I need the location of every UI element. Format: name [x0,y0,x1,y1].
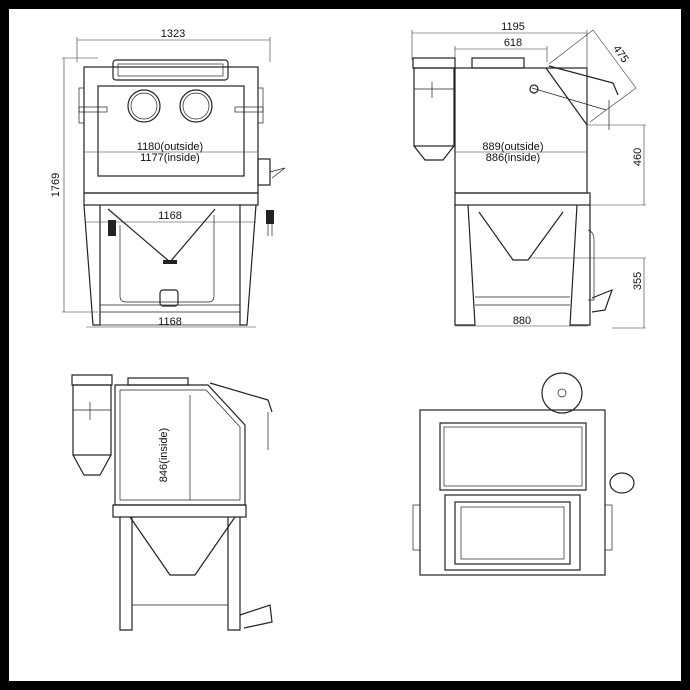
filter-drum [541,372,583,414]
top-view [412,372,635,576]
glove-port-right [179,89,213,123]
front-view: 1323 1769 1180(outside) 1177(inside) 116… [50,28,286,328]
dim-window-inside: 1177(inside) [140,152,200,164]
dim-overall-width: 1323 [161,28,185,40]
dim-inside-height: 846(inside) [158,428,170,482]
dim-window-outside: 1180(outside) [137,141,203,153]
side-view: 1195 618 475 889(outside) 886(inside) 46… [411,21,646,329]
dim-door-height: 460 [632,148,644,166]
dim-stand-bottom: 1168 [158,316,182,328]
dim-overall-depth: 1195 [501,21,525,33]
dim-lid-width: 618 [504,37,522,49]
dim-overall-height: 1769 [50,173,62,197]
paper [9,9,681,681]
dim-cabinet-outside: 889(outside) [482,141,543,153]
glove-port-left [127,89,161,123]
dim-stand-depth: 880 [513,315,531,327]
dim-cabinet-inside: 886(inside) [486,152,540,164]
dim-pedal-height: 355 [632,272,644,290]
dim-stand-top: 1168 [158,210,182,222]
section-view: 846(inside) [71,374,273,631]
